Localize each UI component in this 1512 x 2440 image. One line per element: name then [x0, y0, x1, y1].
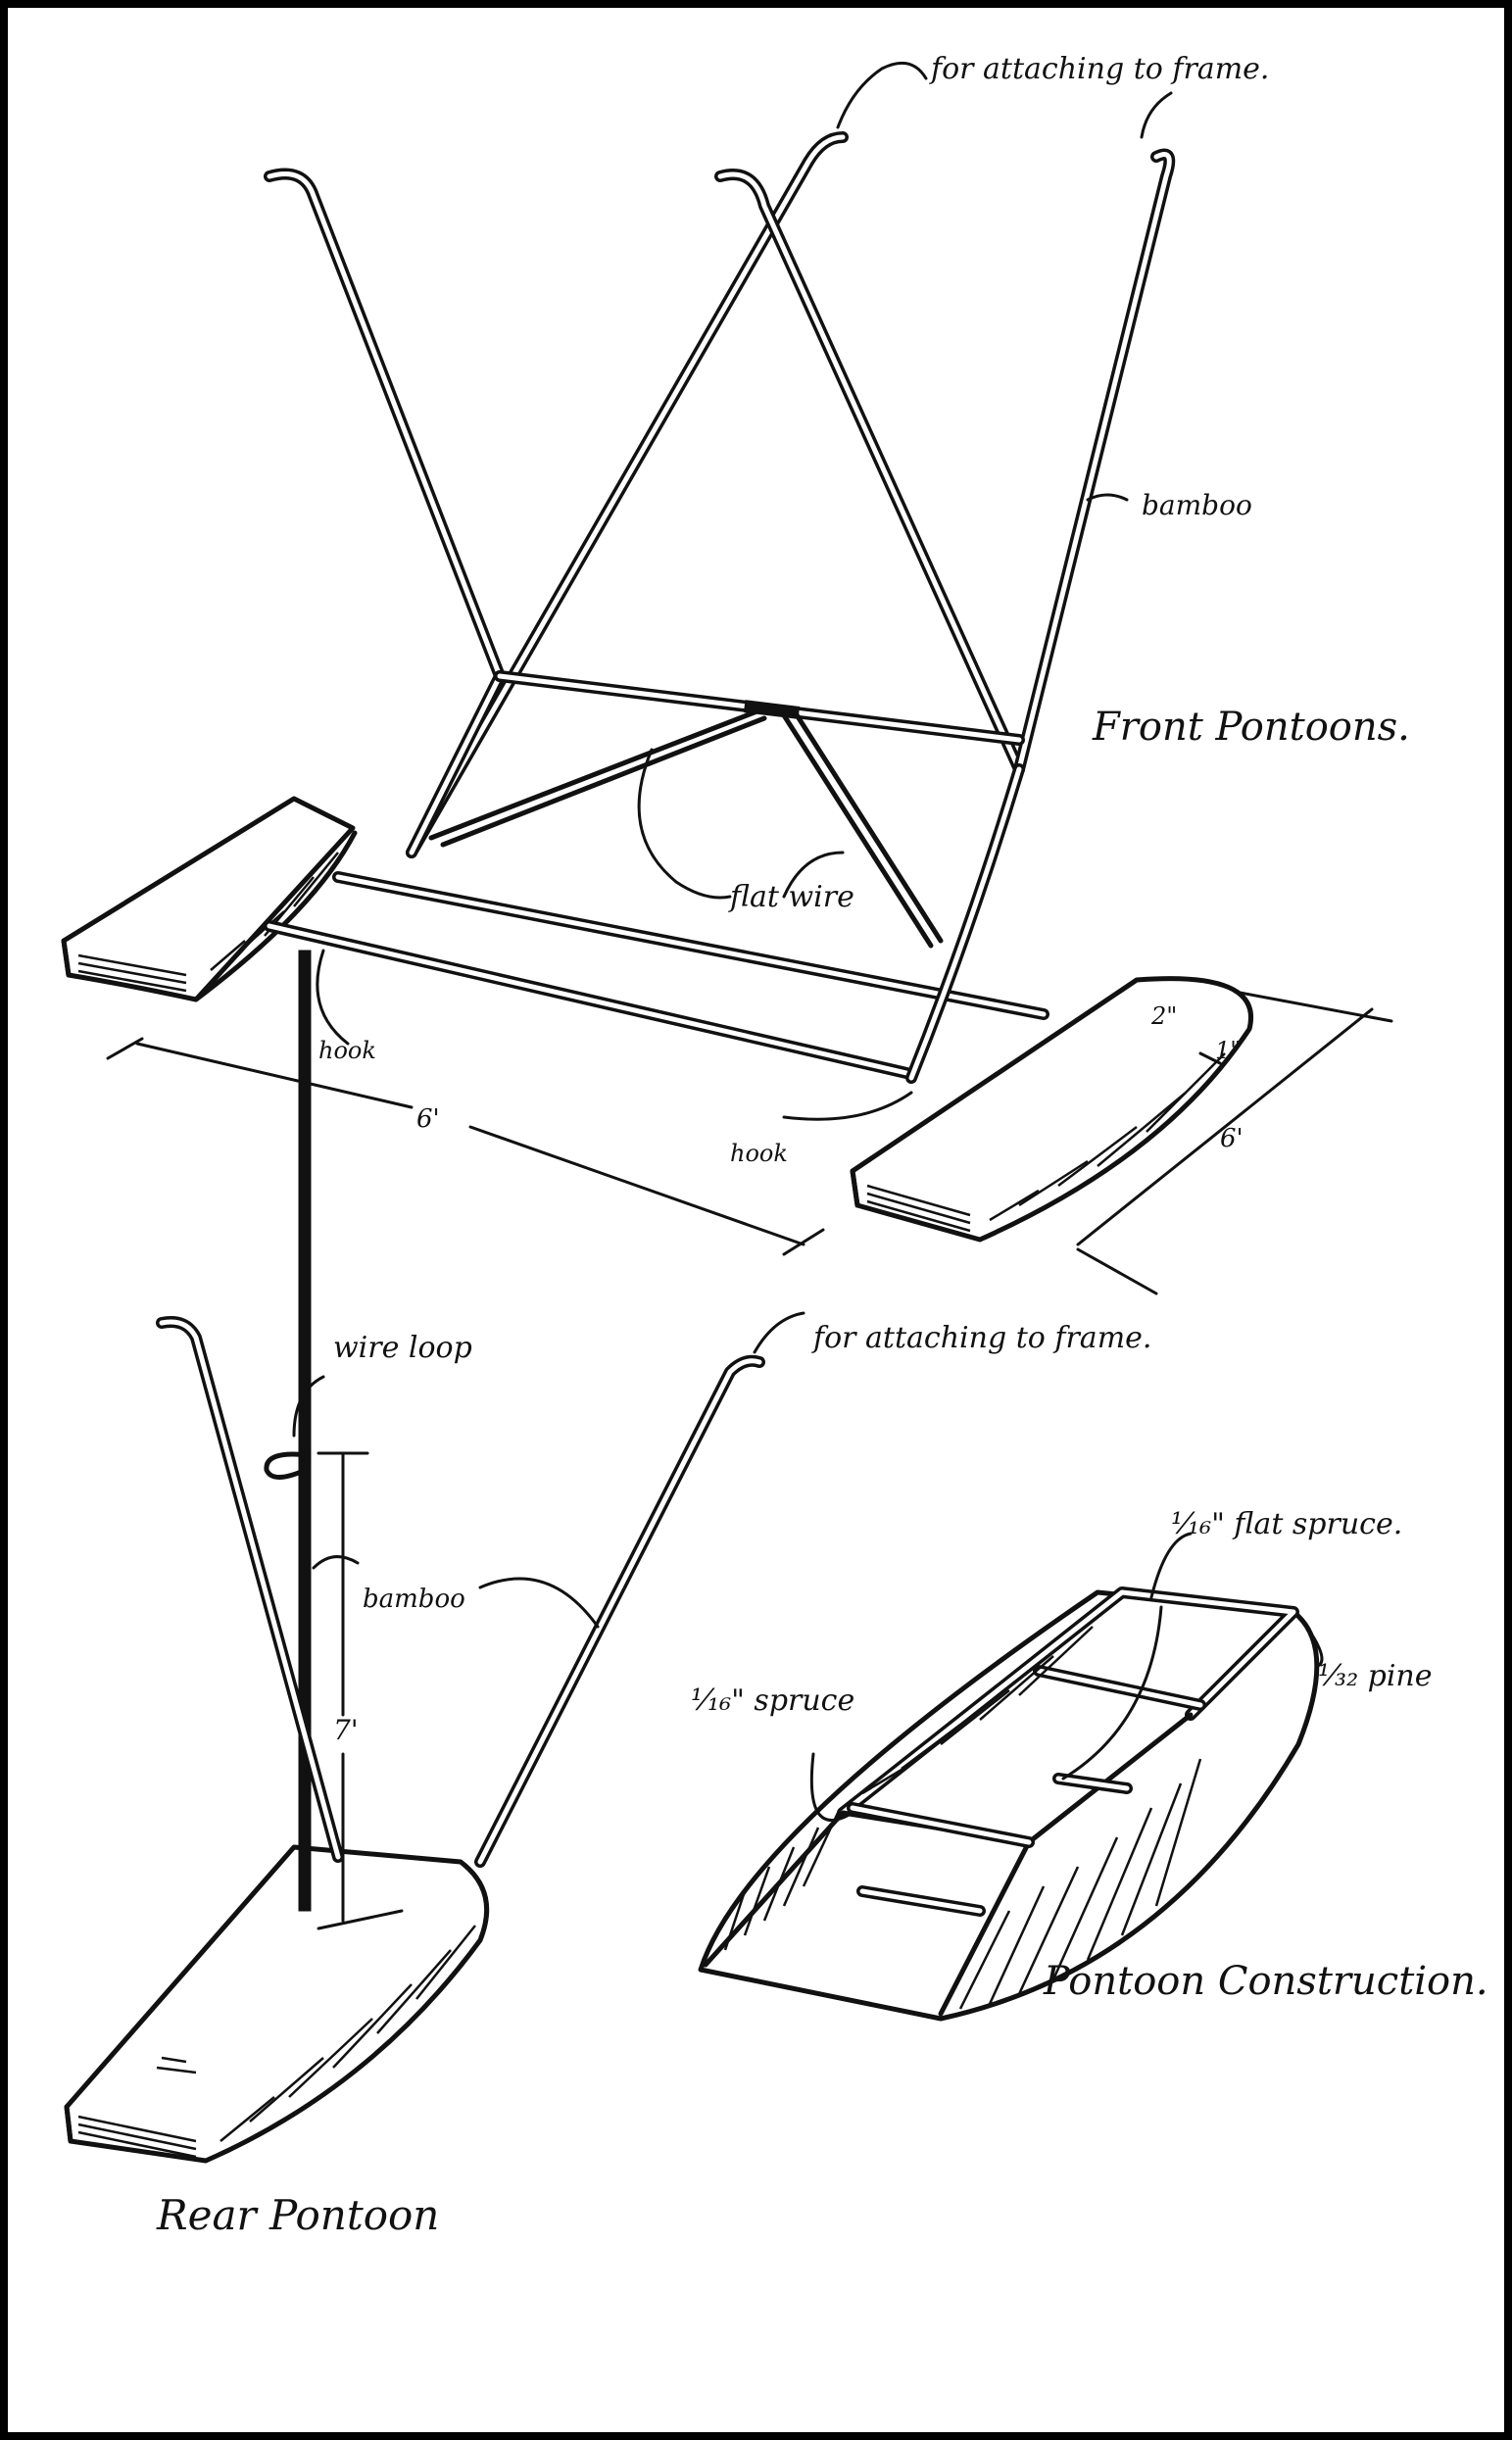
front-bamboo-struts [264, 131, 1176, 1084]
dim-2in-label: 2" [1150, 1002, 1177, 1030]
front-dimension-lines [106, 990, 1393, 1295]
front-cross-bars [264, 871, 1049, 1079]
front-leader-lines [316, 61, 1173, 1121]
spruce-16-label: ¹⁄₁₆" spruce [691, 1684, 854, 1718]
rear-vertical-post [298, 950, 312, 1912]
rear-dimension-7ft [317, 1451, 404, 1930]
hook-right-label: hook [730, 1140, 788, 1167]
front-left-float-hatch [77, 852, 339, 993]
rear-attach-label: for attaching to frame. [811, 1321, 1151, 1355]
dim-1in-label: 1" [1215, 1037, 1241, 1064]
rear-float [64, 1844, 490, 2164]
front-pontoons-title: Front Pontoons. [1092, 705, 1410, 750]
pontoon-construction-title: Pontoon Construction. [1043, 1959, 1488, 2004]
front-left-float [61, 796, 358, 1002]
rear-pontoon-drawing: wire loop bamboo 7' for attaching to fra… [64, 950, 1151, 2239]
front-bamboo-label: bamboo [1142, 489, 1252, 521]
rear-pontoon-title: Rear Pontoon [156, 2191, 439, 2239]
dim-7ft-label: 7' [333, 1714, 359, 1746]
front-attach-label: for attaching to frame. [929, 52, 1269, 86]
pine-label: ¹⁄₃₂ pine [1318, 1659, 1433, 1693]
rear-bamboo-label: bamboo [363, 1585, 465, 1614]
dim-length-label: 6' [1220, 1124, 1244, 1153]
front-right-float [850, 976, 1253, 1243]
pontoon-construction-drawing: ¹⁄₁₆" flat spruce. ¹⁄₃₂ pine ¹⁄₁₆" spruc… [691, 1507, 1488, 2022]
dim-width-label: 6' [416, 1104, 440, 1134]
front-pontoons-drawing: for attaching to frame. bamboo Front Pon… [61, 52, 1410, 1295]
rear-wire-loop [264, 1451, 312, 1480]
front-right-float-hatch [866, 1052, 1226, 1233]
construction-shell-outline [698, 1589, 1320, 2022]
construction-ribs [847, 1665, 1206, 1917]
hook-left-label: hook [318, 1037, 376, 1064]
flat-spruce-label: ¹⁄₁₆" flat spruce. [1171, 1507, 1402, 1541]
front-flat-wires [428, 708, 944, 949]
rear-float-hatch [77, 1925, 476, 2159]
construction-hatch [723, 1626, 1202, 2010]
flat-wire-label: flat wire [728, 880, 854, 914]
wire-loop-label: wire loop [333, 1331, 472, 1365]
